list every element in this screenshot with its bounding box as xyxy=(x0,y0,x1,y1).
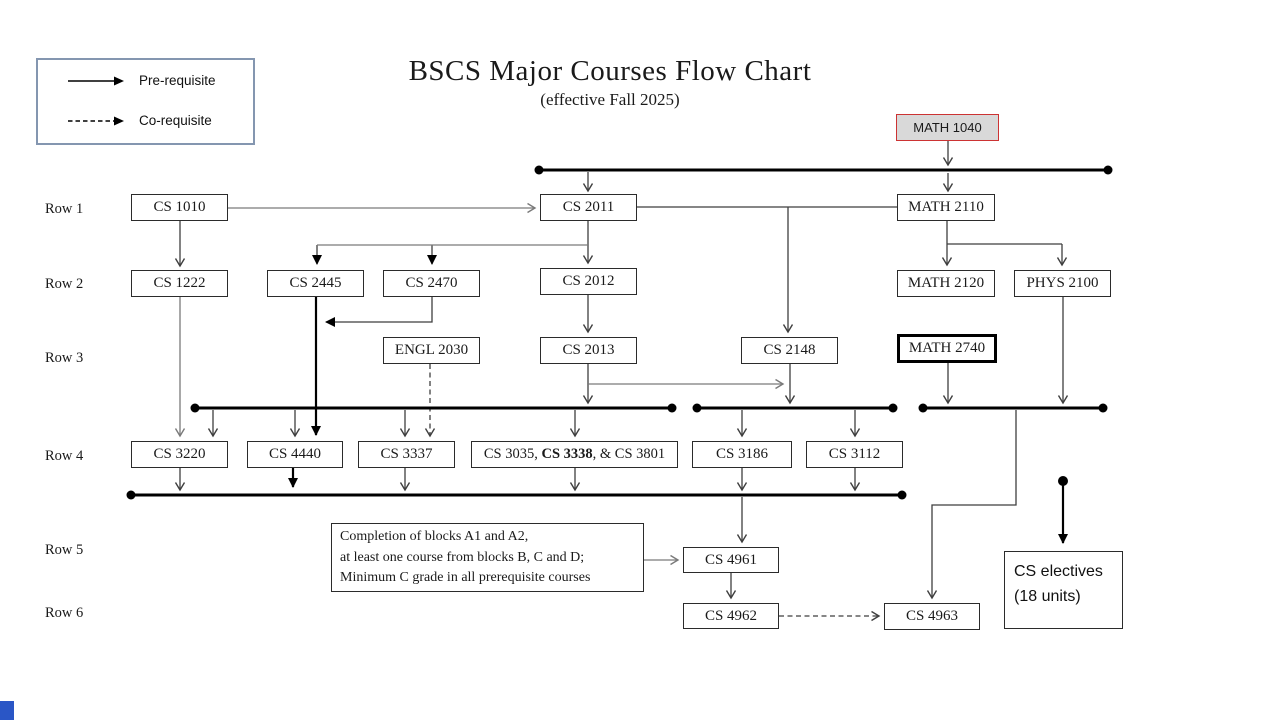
corner-artifact xyxy=(0,701,14,720)
group-bold: CS 3338 xyxy=(541,446,593,462)
node-cs-2013: CS 2013 xyxy=(540,337,637,364)
legend-prerequisite-label: Pre-requisite xyxy=(139,73,216,88)
note-line-1: Completion of blocks A1 and A2, xyxy=(340,529,529,544)
legend-corequisite-row: Co-requisite xyxy=(66,113,212,128)
completion-note-box: Completion of blocks A1 and A2, at least… xyxy=(331,523,644,592)
row-label-4: Row 4 xyxy=(45,448,84,464)
gray-edges xyxy=(174,202,785,566)
row-label-5: Row 5 xyxy=(45,542,84,558)
legend-prerequisite-row: Pre-requisite xyxy=(66,73,216,88)
node-cs-electives: CS electives (18 units) xyxy=(1004,551,1123,629)
legend-corequisite-label: Co-requisite xyxy=(139,113,212,128)
solid-arrow-icon xyxy=(68,76,124,85)
page-subtitle: (effective Fall 2025) xyxy=(540,90,680,109)
electives-line-1: CS electives xyxy=(1014,563,1103,580)
node-cs-1222: CS 1222 xyxy=(131,270,228,297)
row-label-1: Row 1 xyxy=(45,201,84,217)
edge-cs2470-join xyxy=(325,297,433,327)
row-label-2: Row 2 xyxy=(45,276,84,292)
note-line-2: at least one course from blocks B, C and… xyxy=(340,549,585,565)
node-cs-3337: CS 3337 xyxy=(358,441,455,468)
node-cs-2148: CS 2148 xyxy=(741,337,838,364)
node-engl-2030: ENGL 2030 xyxy=(383,337,480,364)
node-cs-2445: CS 2445 xyxy=(267,270,364,297)
junction-bars xyxy=(131,168,1108,497)
node-math-1040: MATH 1040 xyxy=(896,114,999,141)
group-suffix: , & CS 3801 xyxy=(592,446,666,462)
node-math-2120: MATH 2120 xyxy=(897,270,995,297)
node-cs-1010: CS 1010 xyxy=(131,194,228,221)
node-cs-4962: CS 4962 xyxy=(683,603,779,629)
electives-line-2: (18 units) xyxy=(1014,587,1081,605)
row-label-6: Row 6 xyxy=(45,605,84,621)
node-cs-4963: CS 4963 xyxy=(884,603,980,630)
node-cs-2012: CS 2012 xyxy=(540,268,637,295)
legend-box: Pre-requisite Co-requisite xyxy=(36,58,255,145)
node-cs-3220: CS 3220 xyxy=(131,441,228,468)
node-cs-3035-3338-3801: CS 3035, CS 3338, & CS 3801 xyxy=(471,441,678,468)
bold-edges xyxy=(288,297,1068,544)
dashed-arrow-icon xyxy=(68,116,124,125)
row-label-3: Row 3 xyxy=(45,350,84,366)
group-prefix: CS 3035, xyxy=(483,446,542,462)
node-phys-2100: PHYS 2100 xyxy=(1014,270,1111,297)
node-math-2740: MATH 2740 xyxy=(897,334,997,363)
node-cs-4440: CS 4440 xyxy=(247,441,343,468)
node-cs-4961: CS 4961 xyxy=(683,547,779,573)
node-cs-2011: CS 2011 xyxy=(540,194,637,221)
page-title: BSCS Major Courses Flow Chart xyxy=(408,55,812,87)
node-cs-2470: CS 2470 xyxy=(383,270,480,297)
edge-bar3-cs4963 xyxy=(926,410,1017,600)
node-math-2110: MATH 2110 xyxy=(897,194,995,221)
junction-dots xyxy=(126,165,1113,500)
node-cs-3186: CS 3186 xyxy=(692,441,792,468)
node-cs-3112: CS 3112 xyxy=(806,441,903,468)
note-line-3: Minimum C grade in all prerequisite cour… xyxy=(340,570,591,586)
